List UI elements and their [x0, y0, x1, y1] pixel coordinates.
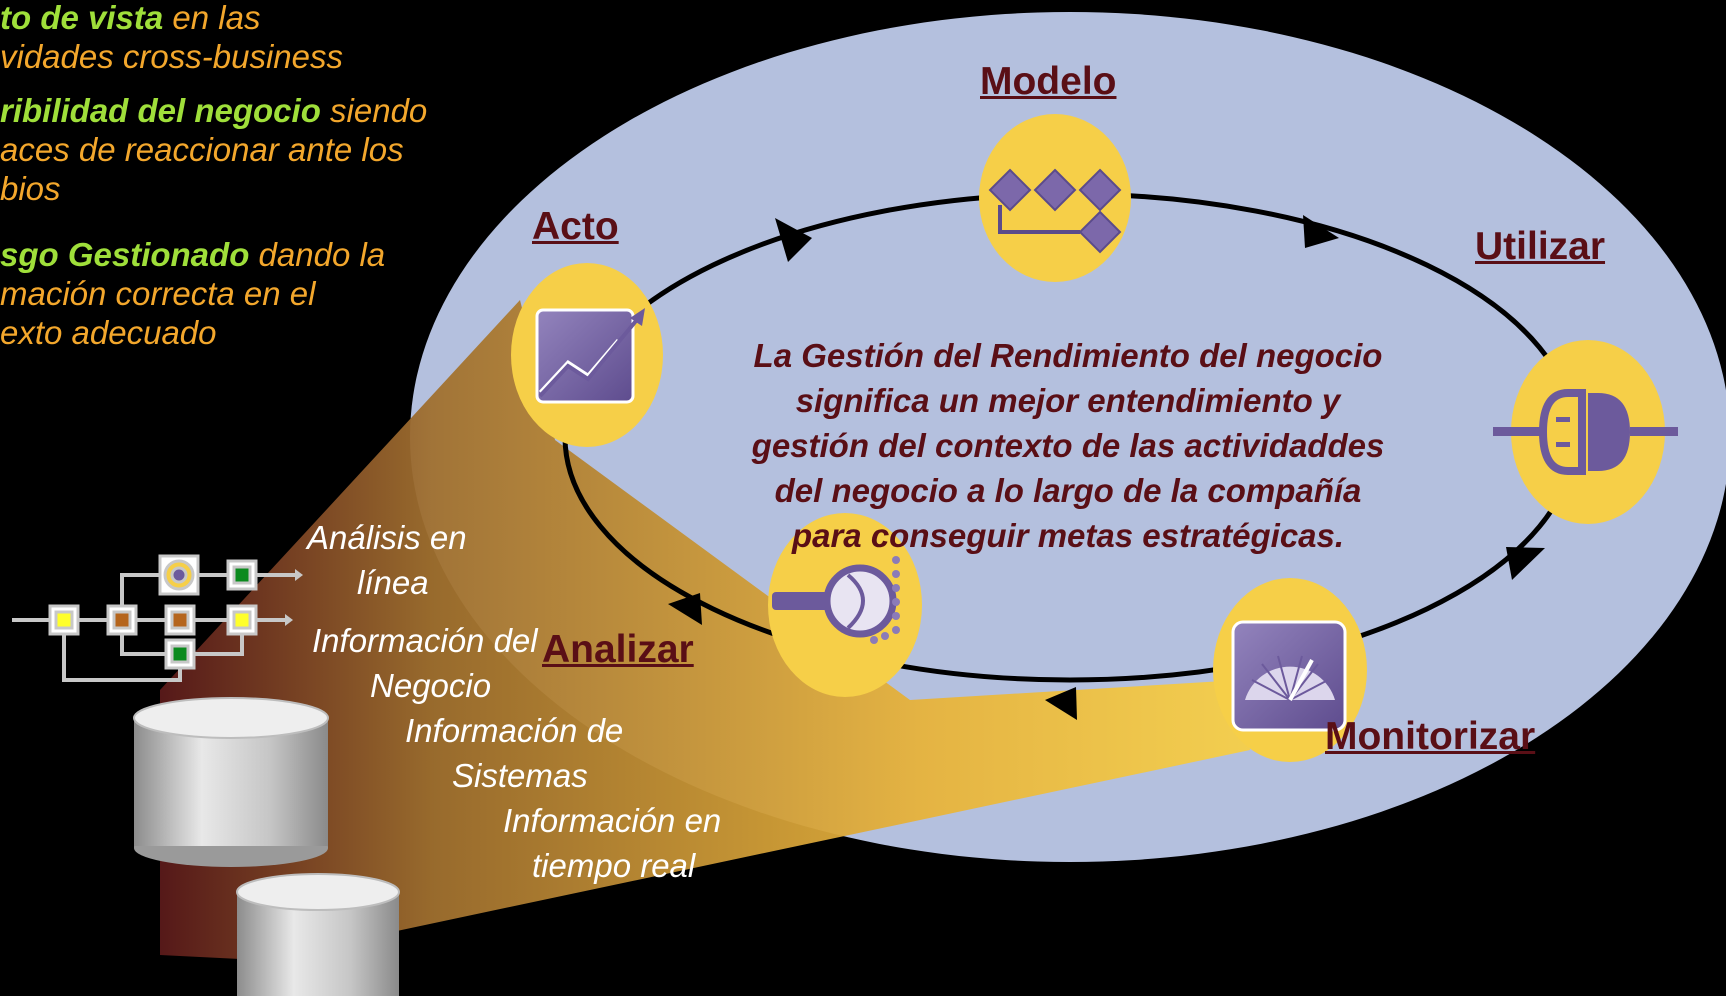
workflow-nodes [48, 554, 258, 670]
info-realtime-line2: tiempo real [532, 847, 696, 884]
info-business-line2: Negocio [370, 667, 492, 704]
utilizar-node [1493, 340, 1678, 524]
statement-line: gestión del contexto de las actividaddes [751, 427, 1385, 464]
analizar-node [768, 513, 922, 697]
magnifier-icon [772, 556, 900, 644]
gauge-icon [1231, 620, 1347, 732]
monitorizar-node [1213, 578, 1367, 762]
arrow-head [775, 218, 812, 262]
bullet-text: bios [0, 170, 61, 207]
stage-label-analizar: Analizar [542, 628, 694, 671]
statement-line: La Gestión del Rendimiento del negocio [753, 337, 1383, 374]
database-cylinder [133, 697, 329, 867]
bullet-text: mación correcta en el [0, 275, 316, 312]
bullet-bold: to de vista [0, 0, 164, 36]
arrow-head [668, 593, 702, 625]
statement-line: significa un mejor entendimiento y [795, 382, 1341, 419]
process-model-icon [988, 168, 1122, 254]
workflow-diagram [12, 573, 295, 682]
bullet-item: to de vista en las vidades cross-busines… [0, 0, 343, 76]
trend-chart-icon [535, 308, 645, 404]
stage-label-utilizar: Utilizar [1475, 225, 1606, 268]
bullet-text: en las [163, 0, 261, 36]
database-cylinder [236, 873, 400, 996]
bullet-text: vidades cross-business [0, 38, 343, 75]
information-beam [160, 300, 1250, 960]
bullet-text: dando la [249, 236, 386, 273]
arrow-head [1045, 687, 1077, 720]
bullet-text: aces de reaccionar ante los [0, 131, 404, 168]
bullet-text: exto adecuado [0, 314, 217, 351]
info-systems-line2: Sistemas [452, 757, 588, 794]
stage-label-acto: Acto [532, 205, 619, 248]
info-systems-line1: Información de [405, 712, 624, 749]
info-business-line1: Información del [312, 622, 538, 659]
info-realtime-line1: Información en [503, 802, 722, 839]
bullet-item: ribilidad del negocio siendo aces de rea… [0, 91, 427, 208]
bullet-text: siendo [320, 92, 428, 129]
bullet-bold: ribilidad del negocio [0, 92, 321, 129]
acto-node [511, 263, 663, 447]
center-statement: La Gestión del Rendimiento del negocio s… [708, 333, 1428, 558]
info-online-line1: Análisis en [307, 519, 467, 556]
arrow-head [1303, 215, 1339, 248]
stage-label-monitorizar: Monitorizar [1325, 715, 1536, 758]
stage-label-modelo: Modelo [980, 60, 1117, 103]
arrow-head [1506, 547, 1545, 580]
statement-line: del negocio a lo largo de la compañía [774, 472, 1362, 509]
statement-line: para conseguir metas estratégicas. [791, 517, 1345, 554]
info-online-line2: línea [357, 564, 429, 601]
bullet-item: sgo Gestionado dando la mación correcta … [0, 235, 385, 352]
plug-icon [1493, 389, 1678, 475]
bullet-bold: sgo Gestionado [0, 236, 250, 273]
modelo-node [979, 114, 1131, 282]
